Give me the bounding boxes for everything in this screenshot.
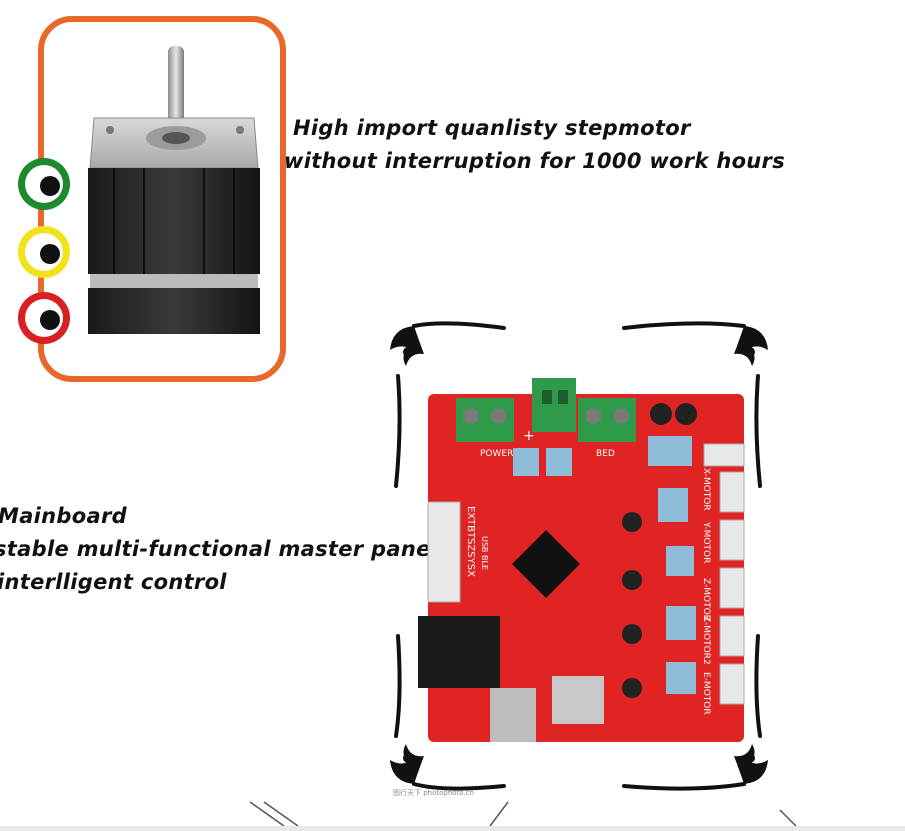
yellow-eye-icon <box>18 226 70 278</box>
usb-label: USB BLE <box>480 536 489 570</box>
endstop-label: EXTBTSZSYSX <box>465 506 476 577</box>
motor-caption-line-2: without interruption for 1000 work hours <box>284 149 785 173</box>
green-eye-icon <box>18 158 70 210</box>
y-motor-label: Y-MOTOR <box>701 521 711 563</box>
bottom-strip <box>0 826 905 831</box>
red-eye-icon <box>18 292 70 344</box>
watermark-text: 图行天下 photophoto.cn <box>393 789 474 797</box>
center-terminal <box>532 378 576 432</box>
z2-motor-label: Z-MOTOR2 <box>701 616 711 665</box>
board-caption-line-1: Mainboard <box>0 504 127 528</box>
motor-caption-line-1: High import quanlisty stepmotor <box>293 116 691 140</box>
z-motor-label: Z-MOTOR <box>701 578 711 621</box>
power-label: POWER <box>480 449 513 459</box>
power-terminal <box>456 398 514 442</box>
x-motor-label: X-MOTOR <box>701 468 711 511</box>
stepper-motor-image <box>88 46 260 334</box>
e-motor-label: E-MOTOR <box>701 672 711 715</box>
decorative-lines <box>249 801 797 826</box>
bed-terminal <box>578 398 636 442</box>
bed-label: BED <box>596 449 615 459</box>
board-caption-line-3: interlligent control <box>0 570 227 594</box>
ornamental-frame <box>390 321 768 791</box>
board-caption-line-2: stable multi-functional master panel <box>0 537 439 561</box>
motor-frame <box>38 16 286 382</box>
mainboard-pcb-image: POWER BED + X-MOTOR Y-MOTOR Z-MOTOR Z-MO… <box>418 378 745 742</box>
plus-sign-label: + <box>523 428 535 444</box>
